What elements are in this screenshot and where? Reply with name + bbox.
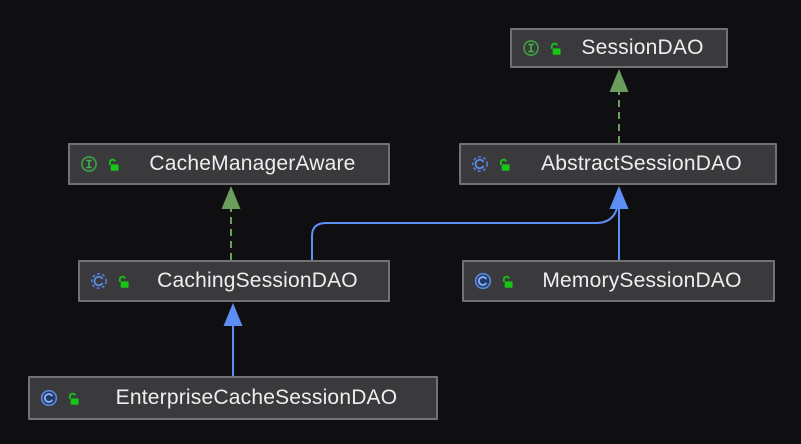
node-label: EnterpriseCacheSessionDAO <box>115 386 398 409</box>
edge-memorysessiondao-extends-abstractsessiondao <box>609 186 629 260</box>
abstract-class-icon <box>90 272 108 290</box>
node-label: SessionDAO <box>581 36 704 59</box>
node-label: CacheManagerAware <box>149 152 356 175</box>
node-label: MemorySessionDAO <box>542 269 742 292</box>
lock-open-icon <box>118 275 129 288</box>
node-label: AbstractSessionDAO <box>541 152 742 175</box>
edge-abstractsessiondao-implements-sessiondao <box>609 69 629 143</box>
interface-icon <box>81 156 97 172</box>
class-node-cachingsessiondao[interactable]: CachingSessionDAO <box>78 260 390 302</box>
lock-open-icon <box>550 42 561 55</box>
class-node-cachemanageraware[interactable]: CacheManagerAware <box>68 143 390 185</box>
class-node-sessiondao[interactable]: SessionDAO <box>510 28 728 68</box>
lock-open-icon <box>499 158 510 171</box>
class-icon <box>474 272 492 290</box>
abstract-class-icon <box>471 155 489 173</box>
edge-cachingsessiondao-implements-cachemanageraware <box>221 186 241 260</box>
edge-cachingsessiondao-extends-abstractsessiondao <box>311 199 620 260</box>
class-icon <box>40 389 58 407</box>
edge-enterprisecachesessiondao-extends-cachingsessiondao <box>223 303 243 376</box>
lock-open-icon <box>68 392 79 405</box>
lock-open-icon <box>108 158 119 171</box>
class-node-abstractsessiondao[interactable]: AbstractSessionDAO <box>459 143 777 185</box>
lock-open-icon <box>502 275 513 288</box>
interface-icon <box>523 40 539 56</box>
class-node-enterprisecachesessiondao[interactable]: EnterpriseCacheSessionDAO <box>28 376 438 420</box>
class-node-memorysessiondao[interactable]: MemorySessionDAO <box>462 260 775 302</box>
node-label: CachingSessionDAO <box>157 269 358 292</box>
